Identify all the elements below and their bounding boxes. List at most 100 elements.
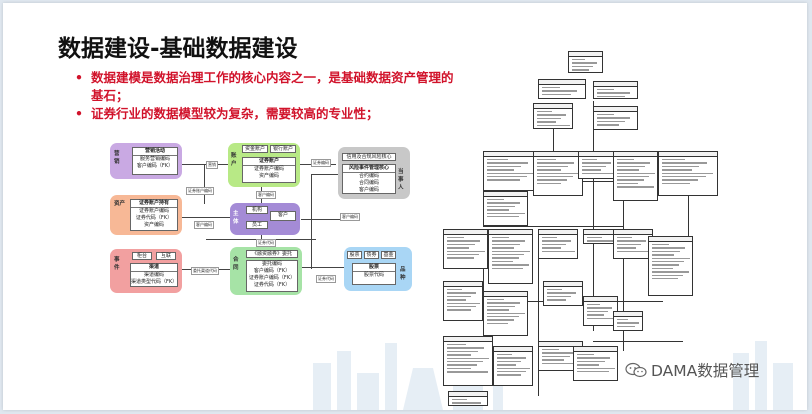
entity-field: 服务营销编码 bbox=[139, 156, 170, 162]
entity-badge: 基金 bbox=[381, 251, 396, 259]
er-entity bbox=[533, 103, 573, 129]
entity-field: 股票代码 bbox=[363, 272, 384, 278]
er-entity bbox=[593, 106, 638, 130]
entity-card: 委托编码 客户编码（FK） 证券账户编码（FK） 证券代码（FK） bbox=[246, 260, 298, 292]
relation-label: 客户编码 bbox=[340, 213, 360, 221]
entity-group-product: 品种 股票 债券 基金 股票 股票代码 bbox=[344, 247, 412, 291]
entity-title: 风险事件管理核心 bbox=[343, 165, 395, 173]
relation-label: 客户编码 bbox=[256, 191, 276, 199]
bullet-list: • 数据建模是数据治理工作的核心内容之一，是基础数据资产管理的基石； • 证券行… bbox=[73, 69, 458, 123]
er-entity bbox=[488, 229, 533, 284]
entity-title: 《融资融券》委托 bbox=[246, 250, 298, 258]
er-entity bbox=[443, 281, 483, 321]
entity-group-contract: 合同 《融资融券》委托 委托编码 客户编码（FK） 证券账户编码（FK） 证券代… bbox=[230, 247, 302, 295]
entity-field: 客户编码（FK） bbox=[136, 163, 174, 169]
entity-card: 证券账户 证券账户编码 资产编码 bbox=[242, 157, 296, 183]
entity-badge: 柜台 bbox=[132, 252, 152, 260]
entity-field: 客户编码 bbox=[358, 187, 379, 193]
entity-field: 渠道类型代码（FK） bbox=[131, 279, 178, 285]
entity-field: 证券代码（FK） bbox=[253, 282, 291, 288]
watermark-text: DAMA数据管理 bbox=[651, 362, 760, 380]
group-tag: 营销 bbox=[114, 151, 120, 165]
entity-field: 客户编码（FK） bbox=[253, 268, 291, 274]
entity-badge: 股票 bbox=[347, 251, 362, 259]
bullet-text: 数据建模是数据治理工作的核心内容之一，是基础数据资产管理的基石； bbox=[91, 70, 454, 103]
logical-er-diagram bbox=[443, 51, 743, 409]
entity-group-account: 账户 资金账户 银行账户 证券账户 证券账户编码 资产编码 bbox=[228, 143, 300, 187]
wechat-icon bbox=[625, 362, 647, 378]
entity-badge: 银行账户 bbox=[270, 145, 296, 153]
entity-card: 渠道 渠道编码 渠道类型代码（FK） bbox=[130, 263, 178, 287]
slide-frame: 数据建设-基础数据建设 • 数据建模是数据治理工作的核心内容之一，是基础数据资产… bbox=[3, 3, 807, 410]
relation-label: 证券代码 bbox=[316, 275, 336, 283]
relation-label: 营销 bbox=[206, 161, 218, 169]
group-tag: 当事人 bbox=[398, 169, 404, 191]
entity-card: 股票 股票代码 bbox=[352, 263, 396, 285]
relation-label: 证券代码 bbox=[256, 239, 276, 247]
entity-group-event: 事件 柜台 互联 渠道 渠道编码 渠道类型代码（FK） bbox=[110, 249, 182, 293]
entity-field: 证券账户编码（FK） bbox=[248, 275, 296, 281]
er-entity bbox=[593, 81, 638, 99]
bullet-marker: • bbox=[75, 70, 83, 85]
er-entity bbox=[613, 311, 643, 331]
er-entity bbox=[573, 346, 618, 381]
er-entity bbox=[493, 346, 533, 386]
bullet-item: • 数据建模是数据治理工作的核心内容之一，是基础数据资产管理的基石； bbox=[73, 69, 458, 105]
entity-group-asset: 资产 证券账户持有 证券账户编码 证券代码（FK） 资产编码 bbox=[110, 195, 182, 235]
er-entity bbox=[538, 79, 586, 99]
er-entity bbox=[443, 229, 488, 269]
entity-field: 资产编码 bbox=[143, 222, 164, 228]
entity-title: 股票 bbox=[353, 264, 395, 272]
bullet-marker: • bbox=[75, 106, 83, 121]
er-entity bbox=[443, 336, 493, 386]
er-entity bbox=[448, 391, 488, 406]
entity-field: 渠道编码 bbox=[143, 272, 164, 278]
er-entity bbox=[533, 151, 583, 196]
slide-title: 数据建设-基础数据建设 bbox=[58, 36, 298, 62]
group-tag: 事件 bbox=[114, 257, 120, 271]
er-entity bbox=[613, 151, 658, 201]
entity-field: 证券账户编码 bbox=[138, 208, 169, 214]
er-entity bbox=[613, 229, 653, 259]
er-entity bbox=[648, 236, 693, 296]
wechat-watermark: DAMA数据管理 bbox=[625, 359, 759, 381]
entity-card: 风险事件管理核心 合约编码 合同编码 客户编码 bbox=[342, 164, 396, 194]
conceptual-data-model-diagram: 营销 证券账户编码 客户编码 证券编码 客户编码 客户编码 证券代码 委托渠道代… bbox=[106, 139, 416, 297]
er-entity bbox=[483, 291, 528, 336]
entity-field: 委托编码 bbox=[261, 261, 282, 267]
entity-card: 证券账户持有 证券账户编码 证券代码（FK） 资产编码 bbox=[130, 199, 178, 231]
entity-field: 合约编码 bbox=[358, 173, 379, 179]
er-entity bbox=[538, 229, 578, 259]
entity-badge: 互联 bbox=[156, 252, 176, 260]
entity-badge: 资金账户 bbox=[242, 145, 268, 153]
entity-group-subject: 主体 机构 客户 员工 bbox=[230, 203, 300, 235]
entity-badge: 员工 bbox=[246, 221, 268, 229]
entity-title: 渠道 bbox=[131, 264, 177, 272]
entity-field: 证券账户编码 bbox=[253, 166, 284, 172]
relation-label: 委托渠道代码 bbox=[191, 267, 219, 275]
entity-field: 资产编码 bbox=[258, 173, 279, 179]
entity-badge: 机构 bbox=[246, 206, 268, 214]
relation-label: 证券账户编码 bbox=[186, 187, 214, 195]
group-tag: 主体 bbox=[233, 211, 239, 225]
er-entity bbox=[568, 51, 603, 73]
entity-badge: 客户 bbox=[270, 211, 296, 221]
er-entity bbox=[483, 151, 538, 191]
group-tag: 资产 bbox=[114, 201, 126, 207]
entity-badge: 债券 bbox=[364, 251, 379, 259]
entity-group-party: 当事人 信用及合规风险核心 风险事件管理核心 合约编码 合同编码 客户编码 bbox=[338, 147, 410, 199]
entity-title: 证券账户 bbox=[243, 158, 295, 166]
entity-title: 信用及合规风险核心 bbox=[342, 153, 396, 161]
entity-title: 营销活动 bbox=[133, 148, 177, 156]
er-entity bbox=[543, 281, 583, 306]
bullet-text: 证券行业的数据模型较为复杂，需要较高的专业性； bbox=[91, 106, 379, 121]
entity-field: 证券代码（FK） bbox=[135, 215, 173, 221]
group-tag: 合同 bbox=[233, 257, 239, 271]
relation-label: 证券编码 bbox=[311, 159, 331, 167]
group-tag: 账户 bbox=[231, 153, 237, 167]
entity-field: 合同编码 bbox=[358, 180, 379, 186]
group-tag: 品种 bbox=[400, 267, 406, 281]
entity-title: 证券账户持有 bbox=[131, 200, 177, 208]
er-entity bbox=[578, 151, 618, 179]
relation-label: 客户编码 bbox=[194, 221, 214, 229]
